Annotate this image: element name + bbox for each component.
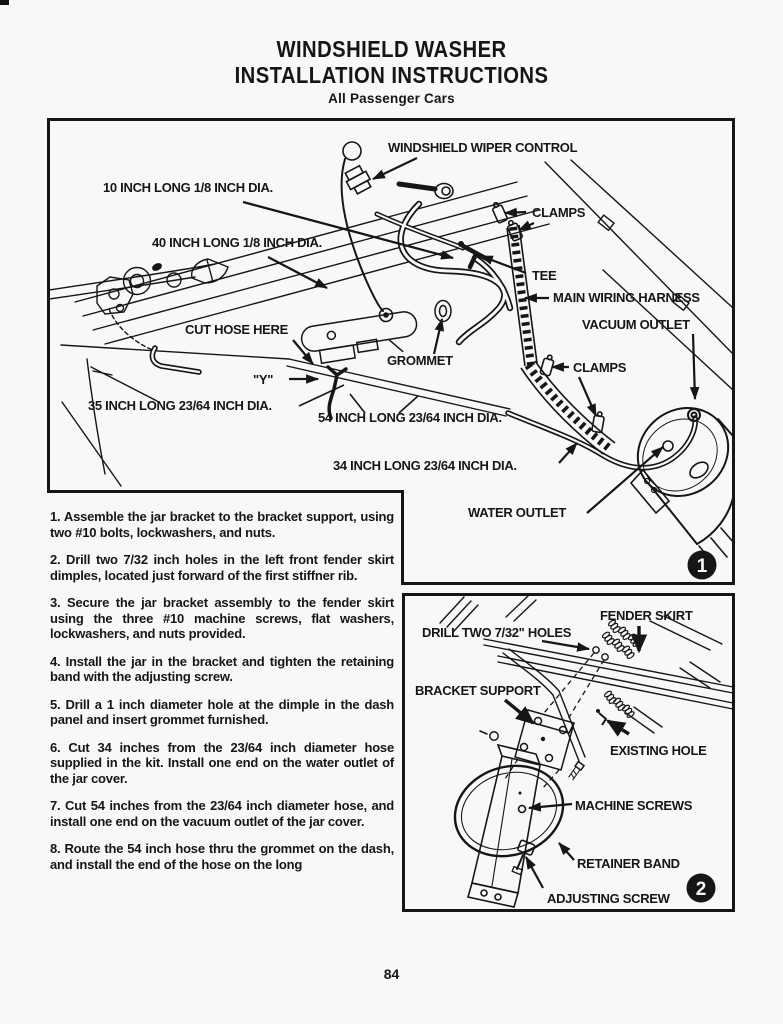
label-clamps-upper: CLAMPS: [532, 205, 586, 220]
page-header: WINDSHIELD WASHER INSTALLATION INSTRUCTI…: [0, 36, 783, 106]
callout-arrows: [242, 157, 700, 514]
jar-bracket-and-band: [453, 743, 565, 908]
figure-2-number-badge: 2: [686, 873, 716, 903]
figure-1-number: 1: [697, 556, 708, 577]
label-machine-screws: MACHINE SCREWS: [575, 798, 693, 813]
label-fender-skirt: FENDER SKIRT: [600, 608, 693, 623]
page-subtitle: All Passenger Cars: [328, 91, 455, 106]
callout-arrows: [503, 626, 648, 889]
label-main-wiring-harness: MAIN WIRING HARNESS: [553, 290, 700, 305]
label-35-inch-hose: 35 INCH LONG 23/64 INCH DIA.: [88, 398, 272, 413]
label-40-inch-hose: 40 INCH LONG 1/8 INCH DIA.: [152, 235, 322, 250]
scan-corner-artifact: [0, 0, 9, 5]
figure-1-border: [47, 118, 735, 585]
label-vacuum-outlet: VACUUM OUTLET: [582, 317, 690, 332]
label-retainer-band: RETAINER BAND: [577, 856, 680, 871]
wiper-control-and-cable: [340, 141, 454, 323]
instruction-step: 5. Drill a 1 inch diameter hole at the d…: [50, 696, 394, 728]
figure-1-routing-diagram: WINDSHIELD WIPER CONTROL 10 INCH LONG 1/…: [47, 118, 735, 585]
label-grommet: GROMMET: [387, 353, 453, 368]
page-title-line-1: WINDSHIELD WASHER: [276, 36, 507, 62]
washer-jar: [629, 407, 735, 566]
label-adjusting-screw: ADJUSTING SCREW: [547, 891, 671, 906]
label-existing-hole: EXISTING HOLE: [610, 743, 707, 758]
instruction-step: 4. Install the jar in the bracket and ti…: [50, 653, 394, 685]
instruction-step: 7. Cut 54 inches from the 23/64 inch dia…: [50, 798, 394, 829]
page-title-line-2: INSTALLATION INSTRUCTIONS: [234, 62, 549, 88]
instruction-step: 8. Route the 54 inch hose thru the gromm…: [50, 841, 394, 872]
label-10-inch-hose: 10 INCH LONG 1/8 INCH DIA.: [103, 180, 273, 195]
instruction-list: 1. Assemble the jar bracket to the brack…: [50, 509, 394, 884]
label-water-outlet: WATER OUTLET: [468, 505, 566, 520]
figure-2-bracket-diagram: FENDER SKIRT DRILL TWO 7/32" HOLES BRACK…: [402, 593, 735, 912]
label-y-fitting: "Y": [253, 372, 273, 387]
figure-2-number: 2: [696, 879, 707, 900]
instruction-step: 3. Secure the jar bracket assembly to th…: [50, 595, 394, 641]
label-bracket-support: BRACKET SUPPORT: [415, 683, 541, 698]
label-cut-hose-here: CUT HOSE HERE: [185, 322, 289, 337]
fender-skirt-lines: [439, 595, 734, 762]
instruction-step: 1. Assemble the jar bracket to the brack…: [50, 509, 394, 540]
washer-pump-assembly: [300, 299, 452, 420]
label-tee: TEE: [532, 268, 557, 283]
screws-and-washers: [596, 619, 641, 726]
instruction-step: 2. Drill two 7/32 inch holes in the left…: [50, 552, 394, 583]
page-number: 84: [383, 966, 400, 982]
projection-dashed-lines: [504, 652, 605, 790]
instruction-step: 6. Cut 34 inches from the 23/64 inch dia…: [50, 739, 394, 786]
label-drill-two-holes: DRILL TWO 7/32" HOLES: [422, 625, 572, 640]
figure-1-number-badge: 1: [687, 550, 717, 580]
figure-2-border: [402, 593, 735, 912]
label-clamps-lower: CLAMPS: [573, 360, 627, 375]
label-54-inch-hose: 54 INCH LONG 23/64 INCH DIA.: [318, 410, 502, 425]
label-windshield-wiper-control: WINDSHIELD WIPER CONTROL: [388, 140, 578, 155]
label-34-inch-hose: 34 INCH LONG 23/64 INCH DIA.: [333, 458, 517, 473]
washer-nozzle-assembly: [96, 258, 229, 352]
hoses-highlight: [151, 202, 697, 469]
